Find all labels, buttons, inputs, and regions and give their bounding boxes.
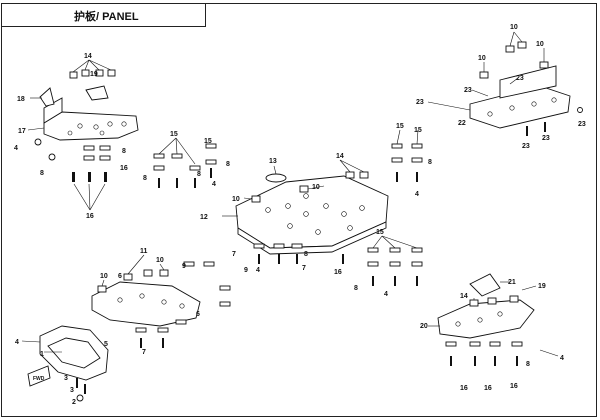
callout-10: 10 [100, 273, 108, 280]
callout-23: 23 [464, 87, 472, 94]
callout-8: 8 [143, 175, 147, 182]
callout-23: 23 [516, 75, 524, 82]
callout-19: 19 [90, 71, 98, 78]
callout-7: 7 [142, 349, 146, 356]
callout-1: 1 [40, 351, 44, 358]
callout-20: 20 [420, 323, 428, 330]
fwd-arrow-badge [27, 365, 51, 387]
callout-15: 15 [204, 138, 212, 145]
callout-8: 8 [40, 170, 44, 177]
left-lower-skid-plate [91, 254, 231, 348]
callout-14: 14 [84, 53, 92, 60]
fwd-label: FWD [33, 376, 45, 382]
callout-7: 7 [232, 251, 236, 258]
callout-5: 5 [104, 341, 108, 348]
callout-4: 4 [256, 267, 260, 274]
rear-side-plate [428, 273, 559, 366]
callout-4: 4 [560, 355, 564, 362]
callout-8: 8 [226, 161, 230, 168]
callout-22: 22 [458, 120, 466, 127]
callout-10: 10 [312, 184, 320, 191]
fastener-cluster-a [153, 137, 217, 188]
callout-15: 15 [396, 123, 404, 130]
callout-14: 14 [460, 293, 468, 300]
center-skid-plate [222, 159, 389, 264]
callout-6: 6 [118, 273, 122, 280]
callout-23: 23 [578, 121, 586, 128]
fastener-cluster-c [367, 235, 423, 286]
callout-2: 2 [72, 399, 76, 406]
callout-23: 23 [542, 135, 550, 142]
callout-4: 4 [14, 145, 18, 152]
callout-16: 16 [484, 385, 492, 392]
callout-9: 9 [182, 263, 186, 270]
callout-4: 4 [415, 191, 419, 198]
callout-10: 10 [478, 55, 486, 62]
callout-3: 3 [64, 375, 68, 382]
callout-10: 10 [232, 196, 240, 203]
callout-4: 4 [384, 291, 388, 298]
callout-11: 11 [140, 248, 148, 255]
callout-10: 10 [510, 24, 518, 31]
front-guard [21, 325, 109, 402]
front-left-bracket [27, 59, 139, 211]
callout-12: 12 [200, 214, 208, 221]
callout-15: 15 [414, 127, 422, 134]
callout-16: 16 [460, 385, 468, 392]
callout-6: 6 [196, 311, 200, 318]
callout-15: 15 [376, 229, 384, 236]
callout-10: 10 [536, 41, 544, 48]
callout-23: 23 [416, 99, 424, 106]
callout-16: 16 [120, 165, 128, 172]
callout-19: 19 [538, 283, 546, 290]
callout-9: 9 [244, 267, 248, 274]
callout-8: 8 [304, 251, 308, 258]
callout-8: 8 [526, 361, 530, 368]
callout-10: 10 [156, 257, 164, 264]
callout-4: 4 [212, 181, 216, 188]
callout-7: 7 [302, 265, 306, 272]
callout-4: 4 [15, 339, 19, 346]
callout-13: 13 [269, 158, 277, 165]
title-box [1, 3, 206, 27]
diagram-frame [1, 3, 597, 417]
page-title: 护板/ PANEL [74, 11, 139, 23]
callout-16: 16 [334, 269, 342, 276]
callout-8: 8 [354, 285, 358, 292]
callout-8: 8 [122, 148, 126, 155]
rear-right-bracket [427, 31, 583, 136]
callout-21: 21 [508, 279, 516, 286]
callout-18: 18 [17, 96, 25, 103]
callout-17: 17 [18, 128, 26, 135]
callout-3: 3 [70, 387, 74, 394]
callout-8: 8 [197, 171, 201, 178]
callout-23: 23 [522, 143, 530, 150]
callout-16: 16 [86, 213, 94, 220]
callout-8: 8 [428, 159, 432, 166]
callout-15: 15 [170, 131, 178, 138]
callout-16: 16 [510, 383, 518, 390]
fastener-cluster-b [391, 129, 423, 182]
callout-14: 14 [336, 153, 344, 160]
